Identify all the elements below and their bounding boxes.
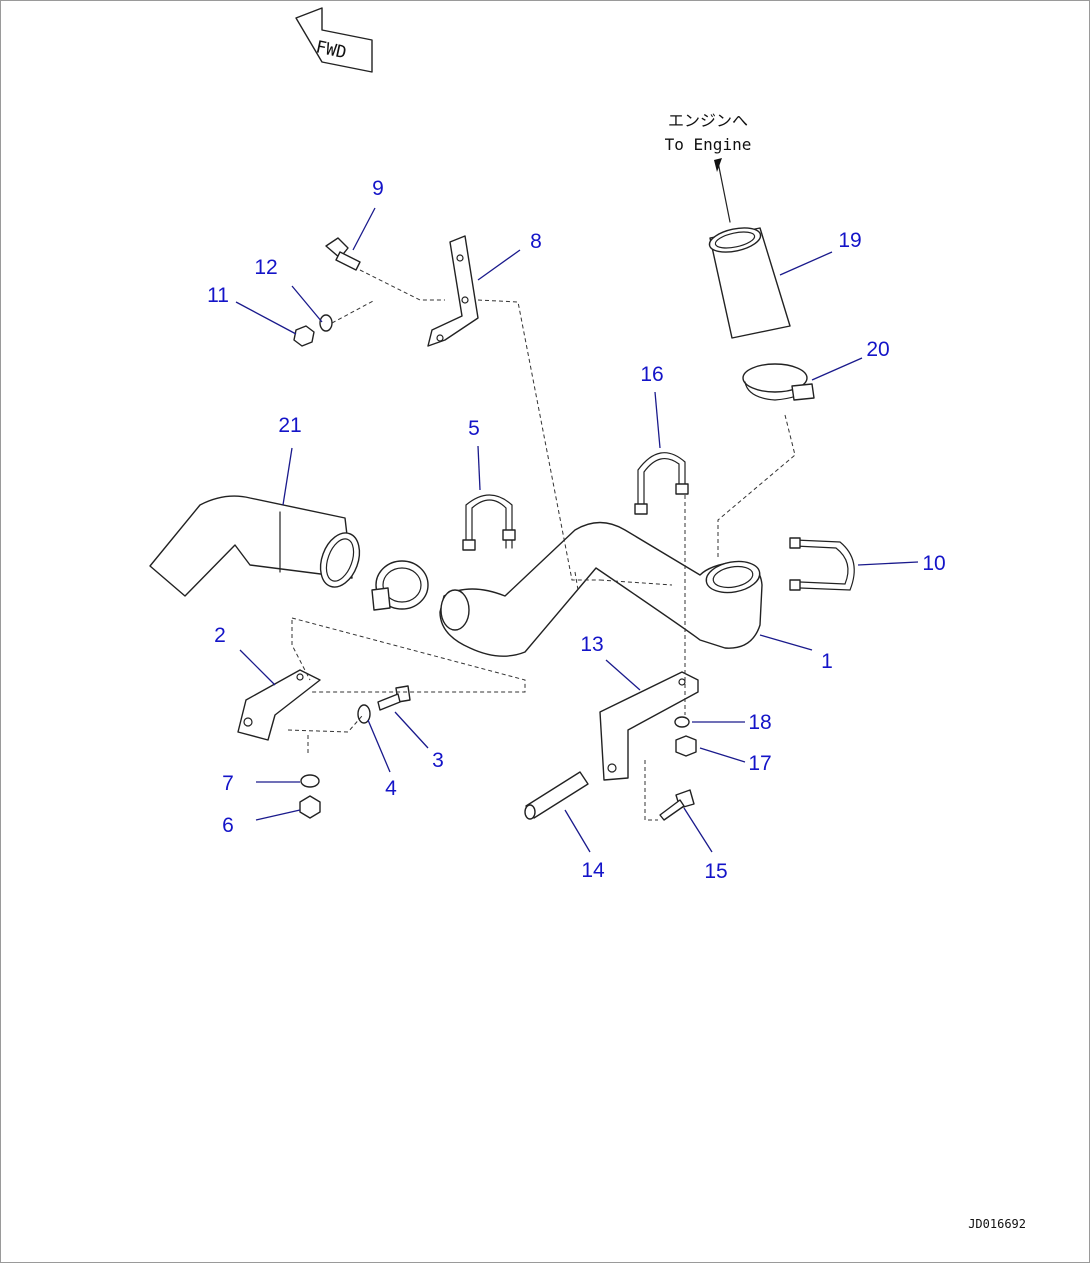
callout-13: 13 [580, 633, 603, 656]
callout-4: 4 [385, 777, 397, 800]
part-pipe-1 [439, 521, 763, 657]
part-bolt-15 [659, 789, 695, 821]
callout-21: 21 [278, 414, 301, 437]
callout-9: 9 [372, 177, 384, 200]
callout-19: 19 [838, 229, 861, 252]
engine-note-en: To Engine [665, 135, 752, 154]
assembly-lines [287, 269, 796, 821]
part-ubolt-16 [634, 452, 689, 515]
callout-8: 8 [530, 230, 542, 253]
part-spacer-14 [524, 771, 589, 820]
callout-6: 6 [222, 814, 234, 837]
part-washer-7 [300, 774, 320, 788]
part-nut-11 [293, 325, 315, 347]
engine-note-jp: エンジンへ [668, 111, 748, 130]
part-ubolt-10 [789, 537, 855, 591]
part-bolt-9 [325, 237, 361, 271]
callout-14: 14 [581, 859, 605, 882]
callout-15: 15 [704, 860, 727, 883]
part-ubolt-5 [462, 494, 516, 551]
callout-3: 3 [432, 749, 444, 772]
part-hose-19 [708, 227, 791, 339]
callout-10: 10 [922, 552, 945, 575]
fwd-arrow-icon: FWD [295, 7, 373, 73]
part-bracket-2 [237, 669, 321, 741]
callout-20: 20 [866, 338, 889, 361]
callout-7: 7 [222, 772, 234, 795]
part-bracket-8 [427, 235, 479, 347]
part-washer-4 [357, 704, 371, 724]
part-clamp-20 [742, 363, 815, 401]
part-washer-12 [319, 314, 333, 332]
part-washer-18 [674, 716, 690, 728]
part-clamp-small [371, 560, 429, 611]
callout-12: 12 [254, 256, 277, 279]
callout-16: 16 [640, 363, 663, 386]
drawing-code: JD016692 [968, 1217, 1026, 1231]
callout-labels: 1 2 3 4 5 6 7 8 9 10 11 12 13 14 15 16 1… [207, 177, 946, 883]
callout-18: 18 [748, 711, 771, 734]
callout-1: 1 [821, 650, 833, 673]
part-nut-6 [299, 795, 321, 819]
part-nut-17 [675, 735, 697, 757]
leader-lines [235, 207, 919, 853]
callout-11: 11 [207, 284, 229, 307]
callout-2: 2 [214, 624, 226, 647]
callout-17: 17 [748, 752, 771, 775]
callout-5: 5 [468, 417, 480, 440]
part-bolt-3 [377, 685, 411, 711]
part-hose-21 [149, 495, 361, 597]
engine-note: エンジンへ To Engine [665, 111, 752, 223]
